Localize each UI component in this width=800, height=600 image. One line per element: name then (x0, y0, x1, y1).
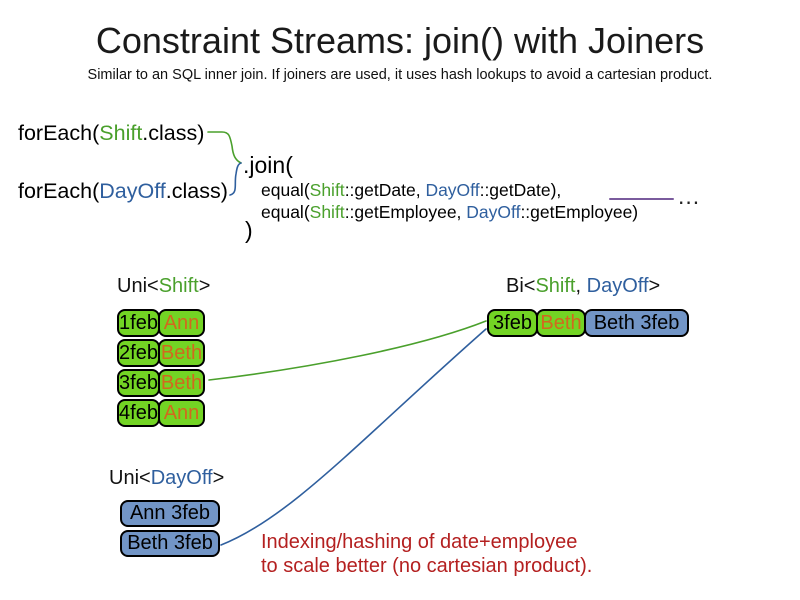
shift-class-token: Shift (309, 202, 345, 222)
shift-employee-cell: Ann (158, 399, 205, 427)
code-join-close: ) (245, 217, 253, 243)
shift-employee-cell: Beth (158, 339, 205, 367)
code-text: equal( (261, 180, 310, 200)
label-text: > (212, 467, 225, 489)
shift-class-token: Shift (309, 180, 345, 200)
page-title: Constraint Streams: join() with Joiners (95, 20, 705, 61)
code-equal-date: equal(Shift::getDate, DayOff::getDate), (261, 179, 561, 201)
brace-bottom-connector (229, 162, 242, 196)
dayoff-class-token: DayOff (99, 179, 166, 203)
table-row: 4feb Ann (117, 399, 205, 427)
shift-type-token: Shift (158, 275, 199, 297)
shift-date-cell: 3feb (117, 369, 160, 397)
page-subtitle: Similar to an SQL inner join. If joiners… (87, 67, 713, 83)
shift-type-token: Shift (535, 275, 576, 297)
dayoff-cell: Beth 3feb (584, 309, 689, 337)
label-text: > (198, 275, 211, 297)
brace-top-connector (207, 131, 242, 164)
label-text: Uni< (117, 275, 159, 297)
table-row: Beth 3feb (120, 530, 220, 560)
table-row: Ann 3feb (120, 500, 220, 530)
label-text: > (648, 275, 661, 297)
code-text: ::getDate, (344, 180, 426, 200)
code-text: ::getDate), (479, 180, 562, 200)
code-text: ::getEmployee) (520, 202, 639, 222)
label-text: Uni< (109, 467, 151, 489)
shift-employee-cell: Beth (158, 369, 205, 397)
shift-to-bi-curve (208, 320, 487, 381)
code-join-open: .join( (243, 152, 293, 178)
shift-date-cell: 3feb (487, 309, 538, 337)
label-text: , (575, 275, 587, 297)
code-text: .class) (142, 121, 205, 145)
shift-class-token: Shift (99, 121, 143, 145)
shift-date-cell: 1feb (117, 309, 160, 337)
uni-dayoff-table: Ann 3feb Beth 3feb (120, 500, 220, 560)
dayoff-cell: Beth 3feb (120, 530, 220, 557)
table-row: 3feb Beth (117, 369, 205, 397)
dayoff-class-token: DayOff (466, 202, 521, 222)
shift-employee-cell: Beth (536, 309, 586, 337)
note-line: Indexing/hashing of date+employee (261, 531, 578, 553)
dayoff-cell: Ann 3feb (120, 500, 220, 527)
bi-shift-dayoff-label: Bi<Shift, DayOff> (506, 276, 660, 296)
more-joiners-ellipsis: ... (678, 183, 701, 209)
shift-date-cell: 2feb (117, 339, 160, 367)
code-text: forEach( (18, 121, 100, 145)
code-foreach-shift: forEach(Shift.class) (18, 120, 204, 146)
bi-result-row: 3feb Beth Beth 3feb (487, 309, 689, 337)
dayoff-type-token: DayOff (150, 467, 213, 489)
dayoff-class-token: DayOff (425, 180, 480, 200)
code-text: .class) (165, 179, 228, 203)
indexing-note: Indexing/hashing of date+employee to sca… (261, 530, 592, 578)
code-text: ::getEmployee, (344, 202, 467, 222)
note-line: to scale better (no cartesian product). (261, 555, 593, 577)
label-text: Bi< (506, 275, 536, 297)
table-row: 2feb Beth (117, 339, 205, 367)
code-text: equal( (261, 202, 310, 222)
code-text: forEach( (18, 179, 100, 203)
code-equal-employee: equal(Shift::getEmployee, DayOff::getEmp… (261, 201, 638, 223)
shift-date-cell: 4feb (117, 399, 160, 427)
table-row: 1feb Ann (117, 309, 205, 337)
uni-dayoff-label: Uni<DayOff> (109, 468, 224, 488)
code-foreach-dayoff: forEach(DayOff.class) (18, 178, 228, 204)
dayoff-to-bi-curve (220, 328, 487, 546)
shift-employee-cell: Ann (158, 309, 205, 337)
uni-shift-table: 1feb Ann 2feb Beth 3feb Beth 4feb Ann (117, 309, 205, 429)
uni-shift-label: Uni<Shift> (117, 276, 210, 296)
dayoff-type-token: DayOff (586, 275, 649, 297)
